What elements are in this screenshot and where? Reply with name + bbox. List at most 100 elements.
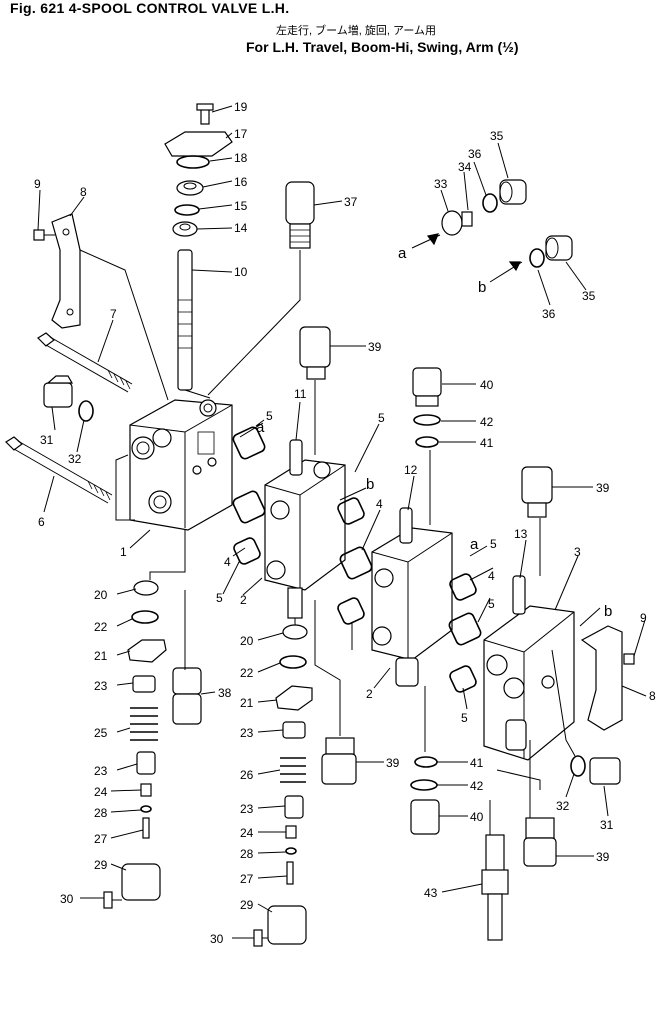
leader-lines xyxy=(37,105,647,939)
callout: 5 xyxy=(490,537,497,551)
callout: b xyxy=(366,476,374,493)
arrows xyxy=(426,233,521,272)
cap-39-right xyxy=(521,466,553,518)
callout: 32 xyxy=(556,799,570,813)
callout: 5 xyxy=(216,591,223,605)
valve-section-12 xyxy=(371,507,453,687)
callout: 5 xyxy=(461,711,468,725)
callout: 28 xyxy=(240,847,254,861)
callout: 39 xyxy=(368,340,382,354)
callout: 42 xyxy=(470,779,484,793)
callout: 1 xyxy=(120,545,127,559)
callout: 33 xyxy=(434,177,448,191)
callout: 41 xyxy=(470,756,484,770)
cap-38 xyxy=(172,667,202,725)
callout: 31 xyxy=(600,818,614,832)
callout: 22 xyxy=(240,666,254,680)
cap-39-mid xyxy=(299,326,331,380)
callout: 23 xyxy=(240,802,254,816)
callout: 35 xyxy=(582,289,596,303)
callout: 27 xyxy=(94,832,108,846)
valve-body-1 xyxy=(129,399,233,531)
callout: 29 xyxy=(94,858,108,872)
callout: 30 xyxy=(60,892,74,906)
english-subtitle: For L.H. Travel, Boom-Hi, Swing, Arm (½) xyxy=(246,39,519,55)
callout: 13 xyxy=(514,527,528,541)
callout: 36 xyxy=(542,307,556,321)
callout: 8 xyxy=(649,689,656,703)
callout: 32 xyxy=(68,452,82,466)
callout: 5 xyxy=(378,411,385,425)
callout: 21 xyxy=(94,649,108,663)
callout: 4 xyxy=(376,497,383,511)
spool-stack-top xyxy=(164,103,233,391)
callout: 39 xyxy=(596,481,610,495)
callout: 23 xyxy=(94,764,108,778)
bracket-8-right xyxy=(580,625,635,731)
tie-bolt-7 xyxy=(37,332,133,393)
callout: 40 xyxy=(470,810,484,824)
callout: 18 xyxy=(234,151,248,165)
callout: 41 xyxy=(480,436,494,450)
callout: 15 xyxy=(234,199,248,213)
callout: 5 xyxy=(488,597,495,611)
callout: 26 xyxy=(240,768,254,782)
valve-section-11 xyxy=(264,439,346,619)
callout: 37 xyxy=(344,195,358,209)
callout: 12 xyxy=(404,463,418,477)
callout: 3 xyxy=(574,545,581,559)
callout: 24 xyxy=(240,826,254,840)
callout: 11 xyxy=(294,387,307,401)
callout: 42 xyxy=(480,415,494,429)
callout: 23 xyxy=(240,726,254,740)
callout: 2 xyxy=(366,687,373,701)
callout: 7 xyxy=(110,307,117,321)
japanese-subtitle: 左走行, ブーム増, 旋回, アーム用 xyxy=(276,25,437,37)
callout: 36 xyxy=(468,147,482,161)
callout: a xyxy=(470,536,479,553)
callout: 35 xyxy=(490,129,504,143)
bolt-9-left xyxy=(33,229,55,241)
callout: 23 xyxy=(94,679,108,693)
lower-right-parts xyxy=(410,756,557,941)
callout: 16 xyxy=(234,175,248,189)
gaskets-4-5 xyxy=(232,426,482,693)
callout: 22 xyxy=(94,620,108,634)
callout-labels: 19 17 18 16 15 14 10 9 8 7 37 33 34 36 3… xyxy=(34,100,656,946)
callout: 14 xyxy=(234,221,248,235)
plug-assembly-top-right xyxy=(441,179,573,268)
valve-section-13 xyxy=(483,575,575,761)
callout: 6 xyxy=(38,515,45,529)
callout: 34 xyxy=(458,160,472,174)
callout: 20 xyxy=(240,634,254,648)
callout: b xyxy=(604,603,612,620)
callout: 5 xyxy=(266,409,273,423)
relief-valve-37 xyxy=(285,181,315,249)
callout: 43 xyxy=(424,886,438,900)
callout: 40 xyxy=(480,378,494,392)
callout: 8 xyxy=(80,185,87,199)
callout: 24 xyxy=(94,785,108,799)
callout: 19 xyxy=(234,100,248,114)
callout: 2 xyxy=(240,593,247,607)
callout: 20 xyxy=(94,588,108,602)
callout: 38 xyxy=(218,686,232,700)
callout: 31 xyxy=(40,433,54,447)
callout: 17 xyxy=(234,127,248,141)
plug-31-left xyxy=(43,375,94,422)
callout: 30 xyxy=(210,932,224,946)
callout: 39 xyxy=(596,850,610,864)
spring-stack-mid xyxy=(253,624,313,947)
callout: 25 xyxy=(94,726,108,740)
callout: 29 xyxy=(240,898,254,912)
plug-40-top xyxy=(412,367,442,448)
callout: a xyxy=(398,245,407,262)
assembly-lines xyxy=(79,249,576,939)
callout: a xyxy=(256,419,265,436)
callout: 28 xyxy=(94,806,108,820)
cap-39-lower-mid xyxy=(321,737,357,785)
callout: 27 xyxy=(240,872,254,886)
callout: b xyxy=(478,279,486,296)
callout: 4 xyxy=(224,555,231,569)
